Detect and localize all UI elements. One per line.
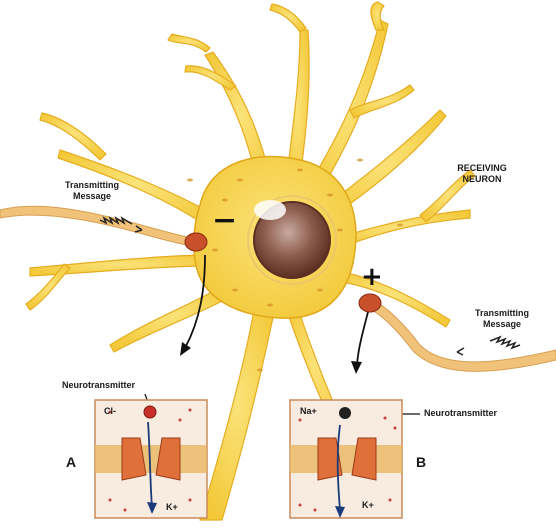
ion-na-label: Na+	[300, 406, 317, 417]
ion-k-b-label: K+	[362, 500, 374, 511]
inhibitory-sign: −	[212, 206, 237, 236]
signal-arrow-right	[457, 337, 520, 355]
transmitting-right-line2: Message	[462, 319, 542, 330]
excitatory-sign: +	[361, 264, 383, 290]
transmitting-right-line1: Transmitting	[462, 308, 542, 319]
neurotransmitter-label-right: Neurotransmitter	[424, 408, 497, 419]
transmitting-message-right: Transmitting Message	[462, 308, 542, 330]
receiving-line1: RECEIVING	[452, 163, 512, 174]
arrow-to-panel-b	[357, 312, 368, 365]
left-terminal	[185, 233, 207, 251]
panel-a-label: A	[66, 454, 76, 470]
panel-b-label: B	[416, 454, 426, 470]
receiving-line2: NEURON	[452, 174, 512, 185]
receiving-neuron-label: RECEIVING NEURON	[452, 163, 512, 185]
panel-b-synapse	[290, 400, 402, 518]
transmitting-message-left: Transmitting Message	[52, 180, 132, 202]
panel-a-synapse	[95, 400, 207, 518]
right-terminal	[359, 294, 381, 312]
transmitting-left-line2: Message	[52, 191, 132, 202]
left-axon	[0, 206, 192, 246]
ion-k-a-label: K+	[166, 502, 178, 513]
transmitting-left-line1: Transmitting	[52, 180, 132, 191]
neurotransmitter-label-left: Neurotransmitter	[62, 380, 135, 391]
ion-cl-label: Cl-	[104, 406, 116, 417]
